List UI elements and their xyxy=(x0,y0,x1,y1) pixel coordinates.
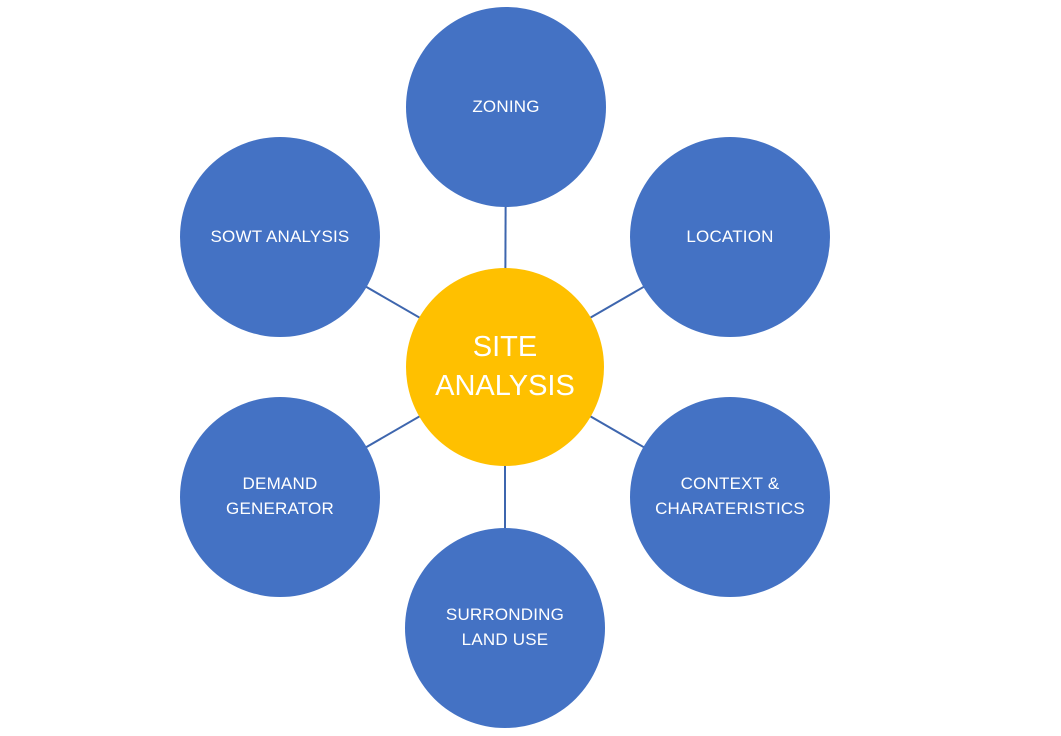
node-demand-generator: DEMAND GENERATOR xyxy=(180,397,380,597)
node-zoning: ZONING xyxy=(406,7,606,207)
node-location-label: LOCATION xyxy=(686,226,774,246)
node-surronding-land-use-label: SURRONDING LAND USE xyxy=(445,605,565,649)
node-context-charateristics: CONTEXT & CHARATERISTICS xyxy=(630,397,830,597)
node-context-charateristics-label: CONTEXT & CHARATERISTICS xyxy=(655,474,805,518)
node-location: LOCATION xyxy=(630,137,830,337)
hub-site-analysis-label: SITE ANALYSIS xyxy=(435,330,575,402)
hub-site-analysis: SITE ANALYSIS xyxy=(406,268,604,466)
node-zoning-label: ZONING xyxy=(472,96,540,116)
node-sowt-analysis-label: SOWT ANALYSIS xyxy=(210,226,350,246)
node-demand-generator-label: DEMAND GENERATOR xyxy=(226,474,334,518)
node-sowt-analysis: SOWT ANALYSIS xyxy=(180,137,380,337)
node-surronding-land-use: SURRONDING LAND USE xyxy=(405,528,605,728)
